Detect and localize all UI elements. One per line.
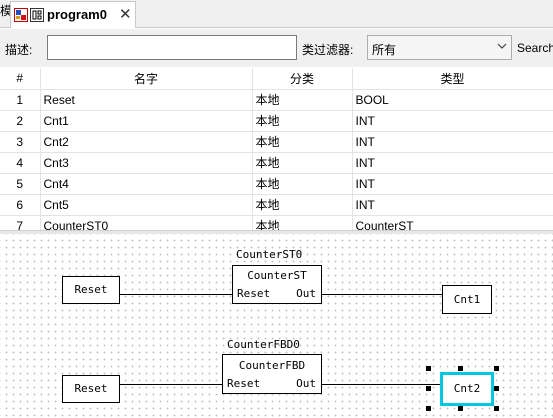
- table-row[interactable]: 2 Cnt1 本地 INT: [0, 110, 553, 132]
- row-name[interactable]: Cnt3: [40, 152, 253, 174]
- row-class[interactable]: 本地: [252, 110, 353, 132]
- resize-handle[interactable]: [426, 366, 431, 371]
- connection-wire[interactable]: [120, 294, 232, 295]
- fbd-canvas[interactable]: Reset CounterST0 CounterST Reset Out Cnt…: [0, 234, 553, 418]
- row-type[interactable]: INT: [352, 152, 553, 174]
- description-label: 描述:: [5, 43, 33, 57]
- block-output-pin[interactable]: Out: [296, 287, 316, 300]
- block-input-pin[interactable]: Reset: [237, 287, 271, 300]
- row-number: 7: [0, 215, 41, 230]
- program-icon: [14, 8, 28, 22]
- row-type[interactable]: INT: [352, 194, 553, 216]
- row-type[interactable]: BOOL: [352, 89, 553, 111]
- function-block-counterfbd0[interactable]: CounterFBD Reset Out: [222, 354, 322, 394]
- row-type[interactable]: INT: [352, 110, 553, 132]
- chevron-down-icon: [497, 43, 507, 49]
- block-instance-name[interactable]: CounterST0: [236, 248, 303, 261]
- row-name[interactable]: Cnt4: [40, 173, 253, 195]
- close-icon[interactable]: ✕: [119, 6, 132, 23]
- row-type[interactable]: CounterST: [352, 215, 553, 230]
- row-name[interactable]: Cnt2: [40, 131, 253, 153]
- row-number: 5: [0, 173, 41, 195]
- block-output-pin[interactable]: Out: [296, 377, 316, 390]
- row-number: 6: [0, 194, 41, 216]
- resize-handle[interactable]: [426, 386, 431, 391]
- table-row[interactable]: 1 Reset 本地 BOOL: [0, 89, 553, 111]
- search-button[interactable]: Search: [517, 41, 553, 55]
- row-class[interactable]: 本地: [252, 194, 353, 216]
- output-variable-label: Cnt1: [453, 293, 481, 306]
- row-class[interactable]: 本地: [252, 131, 353, 153]
- row-name[interactable]: Reset: [40, 89, 253, 111]
- column-header-name[interactable]: 名字: [40, 68, 253, 90]
- fbd-icon: [30, 8, 44, 22]
- connection-wire[interactable]: [322, 294, 442, 295]
- row-name[interactable]: CounterST0: [40, 215, 253, 230]
- tab-program0[interactable]: program0 ✕: [10, 1, 136, 28]
- resize-handle[interactable]: [494, 386, 499, 391]
- table-row[interactable]: 4 Cnt3 本地 INT: [0, 152, 553, 174]
- tab-title: program0: [47, 7, 107, 22]
- row-number: 1: [0, 89, 41, 111]
- resize-handle[interactable]: [458, 406, 463, 411]
- row-class[interactable]: 本地: [252, 152, 353, 174]
- output-variable-label: Cnt2: [453, 382, 481, 395]
- tab-previous-label: 模: [0, 4, 13, 18]
- row-number: 2: [0, 110, 41, 132]
- resize-handle[interactable]: [458, 366, 463, 371]
- filter-bar: 描述: 类过滤器: 所有 Search: [0, 29, 553, 67]
- connection-wire[interactable]: [322, 384, 440, 385]
- table-row[interactable]: 3 Cnt2 本地 INT: [0, 131, 553, 153]
- tab-previous[interactable]: 模: [0, 2, 14, 24]
- input-variable-label: Reset: [74, 283, 108, 296]
- output-variable-cnt2[interactable]: Cnt2: [440, 372, 494, 406]
- table-header-row: # 名字 分类 类型: [0, 68, 553, 90]
- resize-handle[interactable]: [426, 406, 431, 411]
- class-filter-select[interactable]: 所有: [367, 35, 512, 60]
- row-class[interactable]: 本地: [252, 89, 353, 111]
- block-type-name: CounterST: [247, 269, 307, 282]
- pane-splitter[interactable]: [0, 230, 553, 234]
- row-type[interactable]: INT: [352, 173, 553, 195]
- output-variable-cnt1[interactable]: Cnt1: [442, 285, 492, 314]
- input-variable-reset-1[interactable]: Reset: [62, 276, 120, 304]
- input-variable-label: Reset: [74, 382, 108, 395]
- row-name[interactable]: Cnt1: [40, 110, 253, 132]
- resize-handle[interactable]: [494, 366, 499, 371]
- block-input-pin[interactable]: Reset: [227, 377, 261, 390]
- table-row[interactable]: 7 CounterST0 本地 CounterST: [0, 215, 553, 230]
- column-header-class[interactable]: 分类: [252, 68, 353, 90]
- table-row[interactable]: 5 Cnt4 本地 INT: [0, 173, 553, 195]
- row-number: 3: [0, 131, 41, 153]
- connection-wire[interactable]: [120, 384, 222, 385]
- row-type[interactable]: INT: [352, 131, 553, 153]
- block-type-name: CounterFBD: [238, 359, 306, 372]
- table-row[interactable]: 6 Cnt5 本地 INT: [0, 194, 553, 216]
- row-class[interactable]: 本地: [252, 173, 353, 195]
- column-header-type[interactable]: 类型: [352, 68, 553, 90]
- resize-handle[interactable]: [494, 406, 499, 411]
- input-variable-reset-2[interactable]: Reset: [62, 375, 120, 403]
- row-name[interactable]: Cnt5: [40, 194, 253, 216]
- function-block-counterst0[interactable]: CounterST Reset Out: [232, 265, 322, 304]
- editor-tab-strip: 模 program0 ✕: [0, 0, 553, 28]
- description-input[interactable]: [47, 35, 297, 60]
- row-class[interactable]: 本地: [252, 215, 353, 230]
- class-filter-label: 类过滤器:: [302, 43, 354, 57]
- block-instance-name[interactable]: CounterFBD0: [227, 338, 300, 351]
- variable-table: # 名字 分类 类型 1 Reset 本地 BOOL 2 Cnt1 本地 INT…: [0, 68, 553, 230]
- class-filter-value: 所有: [372, 43, 397, 57]
- column-header-number[interactable]: #: [0, 68, 41, 90]
- row-number: 4: [0, 152, 41, 174]
